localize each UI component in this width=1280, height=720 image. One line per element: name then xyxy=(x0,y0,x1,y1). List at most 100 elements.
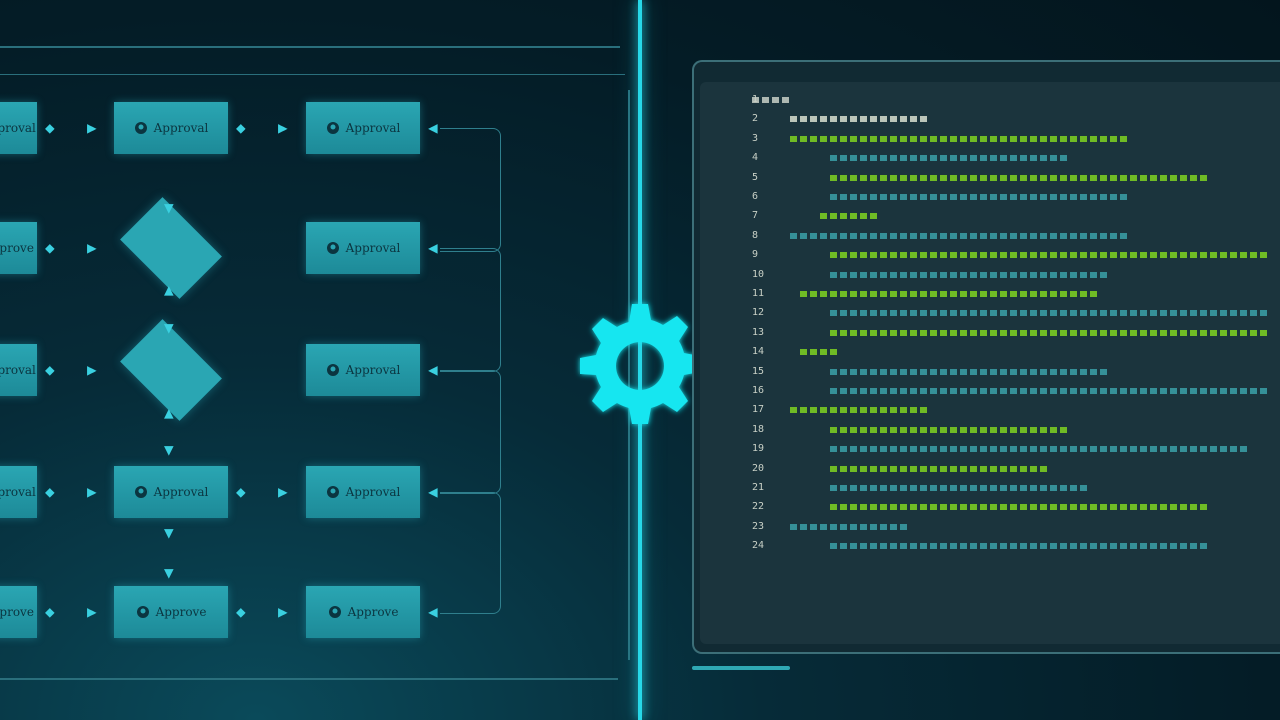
code-line: 5 xyxy=(700,172,1280,186)
line-number: 24 xyxy=(752,540,765,552)
node-label: Approval xyxy=(153,121,209,135)
node-label: Approval xyxy=(153,485,209,499)
flow-node: Approval xyxy=(306,466,420,518)
code-text xyxy=(790,116,930,123)
flow-arrow: ▼ xyxy=(164,563,174,582)
code-line: 6 xyxy=(700,191,1280,205)
code-text xyxy=(790,135,1130,142)
flow-arrow: ◀ xyxy=(428,482,438,501)
flow-arrow: ◆ xyxy=(45,602,55,621)
code-text xyxy=(830,446,1250,453)
flow-arrow: ◆ xyxy=(236,602,246,621)
flow-arrow: ▼ xyxy=(164,318,174,337)
frame-bottom-line xyxy=(0,678,618,680)
node-icon xyxy=(326,241,340,255)
flow-connector xyxy=(440,492,501,614)
node-label: Approval xyxy=(0,121,36,135)
flow-connector xyxy=(440,128,501,252)
node-label: Approve xyxy=(0,241,34,255)
line-number: 6 xyxy=(752,191,759,202)
code-text xyxy=(830,426,1070,433)
code-text xyxy=(790,232,1130,239)
line-number: 7 xyxy=(752,210,759,222)
code-text xyxy=(830,543,1210,550)
line-number: 5 xyxy=(752,171,759,183)
node-icon xyxy=(326,363,340,377)
line-number: 14 xyxy=(752,346,765,358)
node-label: Approve xyxy=(155,605,207,619)
line-number: 11 xyxy=(752,288,765,299)
code-text xyxy=(800,349,840,356)
code-line: 16 xyxy=(700,385,1280,399)
code-text xyxy=(830,368,1110,375)
flow-connector xyxy=(440,370,501,494)
line-number: 2 xyxy=(752,113,759,125)
flow-arrow: ◀ xyxy=(428,238,438,257)
frame-right-line xyxy=(628,90,630,660)
flow-arrow: ◆ xyxy=(236,482,246,501)
flow-arrow: ▲ xyxy=(164,403,174,422)
line-number: 22 xyxy=(752,501,765,513)
code-line: 2 xyxy=(700,113,1280,127)
code-text xyxy=(830,329,1270,336)
flow-arrow: ▶ xyxy=(87,118,97,137)
flow-arrow: ▶ xyxy=(278,602,288,621)
flow-node: Approval xyxy=(114,102,228,154)
node-icon xyxy=(134,485,148,499)
flow-arrow: ◆ xyxy=(236,118,246,137)
flow-node: Approve xyxy=(306,586,420,638)
flow-arrow: ▲ xyxy=(164,280,174,299)
flow-arrow: ◆ xyxy=(45,238,55,257)
center-divider xyxy=(638,0,642,720)
code-line: 14 xyxy=(700,346,1280,360)
line-number: 9 xyxy=(752,249,759,261)
flow-node: Approval xyxy=(0,344,37,396)
flow-arrow: ▶ xyxy=(278,482,288,501)
code-line: 19 xyxy=(700,443,1280,457)
node-label: Approve xyxy=(0,605,34,619)
flow-node: Approval xyxy=(306,102,420,154)
code-line: 24 xyxy=(700,540,1280,554)
code-line: 18 xyxy=(700,424,1280,438)
flow-node: Approval xyxy=(114,466,228,518)
flow-connector xyxy=(440,248,501,372)
code-line: 17 xyxy=(700,404,1280,418)
line-number: 15 xyxy=(752,365,765,377)
code-text xyxy=(820,213,880,220)
code-line: 15 xyxy=(700,366,1280,380)
code-line: 13 xyxy=(700,327,1280,341)
line-number: 13 xyxy=(752,326,765,338)
node-label: Approval xyxy=(345,121,401,135)
code-line: 20 xyxy=(700,463,1280,477)
flow-arrow: ▼ xyxy=(164,440,174,459)
flow-arrow: ▶ xyxy=(87,360,97,379)
flow-arrow: ▶ xyxy=(87,482,97,501)
frame-top-line-2 xyxy=(0,74,625,75)
code-line: 4 xyxy=(700,152,1280,166)
line-number: 10 xyxy=(752,268,765,280)
code-line: 21 xyxy=(700,482,1280,496)
line-number: 23 xyxy=(752,520,765,532)
flow-node: Approval xyxy=(306,344,420,396)
node-label: Approval xyxy=(345,485,401,499)
flow-arrow: ◆ xyxy=(45,482,55,501)
line-number: 17 xyxy=(752,404,765,416)
line-number: 8 xyxy=(752,229,759,241)
flow-arrow: ▶ xyxy=(278,118,288,137)
node-label: Approval xyxy=(0,485,36,499)
flow-arrow: ◀ xyxy=(428,360,438,379)
flow-arrow: ▶ xyxy=(87,238,97,257)
flow-node: Approve xyxy=(114,586,228,638)
node-icon xyxy=(328,605,342,619)
code-editor: 123456789101112131415161718192021222324 xyxy=(700,82,1280,644)
flow-node: Approval xyxy=(0,102,37,154)
code-text xyxy=(830,271,1110,278)
line-number: 19 xyxy=(752,443,765,455)
code-text xyxy=(800,291,1100,297)
code-text xyxy=(790,407,930,414)
code-text xyxy=(830,504,1210,511)
node-icon xyxy=(136,605,150,619)
flow-node: Approval xyxy=(0,466,37,518)
frame-top-line xyxy=(0,46,620,48)
code-text xyxy=(830,465,1050,472)
